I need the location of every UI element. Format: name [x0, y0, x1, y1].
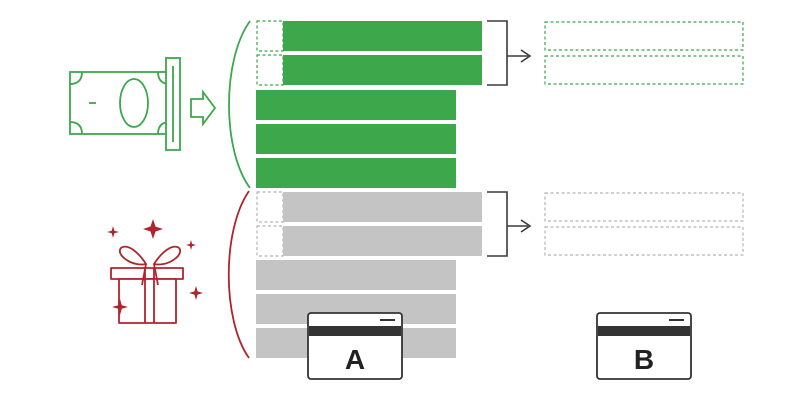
- sparkle-icon: [107, 226, 119, 238]
- green-transfer-arrow: [487, 20, 532, 86]
- red-brace-line: [227, 190, 250, 359]
- destination-slot: [544, 192, 744, 222]
- sparkle-icon: [143, 219, 163, 239]
- gray-transfer-arrow: [487, 191, 532, 257]
- green-stack: [256, 20, 482, 188]
- green-bar: [283, 21, 482, 51]
- moved-slot-outline: [256, 191, 284, 223]
- gray-destination-slots: [544, 192, 744, 256]
- gray-bar: [256, 260, 456, 290]
- green-brace-line: [228, 20, 251, 189]
- destination-slot: [544, 55, 744, 85]
- gray-bar: [283, 226, 482, 256]
- moved-slot-outline: [256, 225, 284, 257]
- sparkle-icon: [189, 286, 203, 300]
- green-destination-slots: [544, 21, 744, 85]
- destination-slot: [544, 21, 744, 51]
- green-bar: [283, 55, 482, 85]
- green-bar: [256, 124, 456, 154]
- card-b: B: [596, 312, 692, 380]
- sparkle-icon: [186, 240, 196, 250]
- moved-slot-outline: [256, 20, 284, 52]
- card-a-label: A: [345, 344, 365, 375]
- card-a: A: [307, 312, 403, 380]
- gift-icon: [110, 245, 184, 324]
- green-bar: [256, 90, 456, 120]
- green-bar: [256, 158, 456, 188]
- moved-slot-outline: [256, 54, 284, 86]
- cash-deposit-icon: [69, 57, 217, 151]
- gray-bar: [283, 192, 482, 222]
- destination-slot: [544, 226, 744, 256]
- card-b-label: B: [634, 344, 654, 375]
- sparkle-icon: [112, 299, 128, 315]
